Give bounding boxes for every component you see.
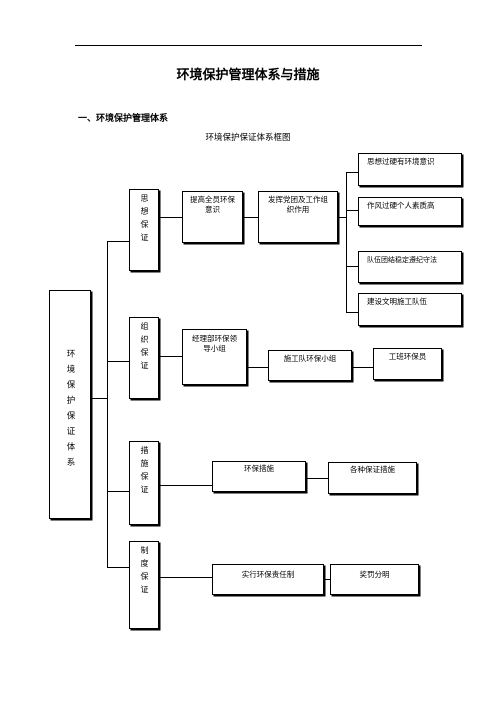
branch-thought: 思想保证 [129, 189, 159, 271]
s-link-1 [159, 577, 212, 578]
node-party-role: 发挥党团及工作组织作用 [258, 191, 338, 243]
branch-measure: 措施保证 [129, 441, 159, 525]
m-link-2 [306, 478, 328, 479]
doc-title: 环境保护管理体系与措施 [176, 68, 320, 83]
node-env-measures: 环保措施 [212, 461, 306, 492]
o-link-2 [247, 367, 268, 368]
root-spine [107, 241, 108, 567]
node-all-measures: 各种保证措施 [328, 462, 417, 494]
root-box: 环境保护保证体系 [49, 290, 91, 519]
m-link-1 [159, 485, 212, 486]
node-raise-awareness: 提高全员环保意识 [182, 191, 243, 243]
thought-connector [107, 241, 129, 242]
branch-system: 制度保证 [129, 541, 159, 629]
section-heading: 一、环境保护管理体系 [78, 114, 169, 124]
node-style-solid: 作风过硬个人素质高 [358, 197, 462, 226]
node-team-unity: 队伍团结稳定遵纪守法 [358, 251, 462, 283]
measure-connector [107, 491, 129, 492]
branch-org: 组织保证 [129, 317, 159, 399]
root-connector [91, 398, 107, 399]
node-civil-team: 建设文明施工队伍 [358, 293, 462, 326]
o-link-3 [352, 367, 373, 368]
node-crew-officer: 工班环保员 [373, 348, 442, 380]
system-connector [107, 567, 129, 568]
top-rule [75, 45, 422, 46]
t-link-1 [159, 217, 182, 218]
o-link-1 [159, 356, 182, 357]
org-connector [107, 361, 129, 362]
t-branch-c [346, 266, 358, 267]
t-link-3 [338, 217, 346, 218]
node-dept-leadership: 经理部环保领导小组 [182, 329, 247, 385]
node-team-group: 施工队环保小组 [268, 350, 352, 381]
node-reward-penalty: 奖罚分明 [330, 564, 419, 595]
t-branch-b [346, 210, 358, 211]
diagram-caption: 环境保护保证体系框图 [205, 133, 291, 143]
node-thought-solid: 思想过硬有环境意识 [358, 153, 462, 186]
t-spine [346, 172, 347, 312]
t-link-2 [243, 217, 258, 218]
t-branch-a [346, 172, 358, 173]
s-link-2 [324, 579, 330, 580]
node-responsibility: 实行环保责任制 [212, 564, 324, 595]
t-branch-d [346, 312, 358, 313]
